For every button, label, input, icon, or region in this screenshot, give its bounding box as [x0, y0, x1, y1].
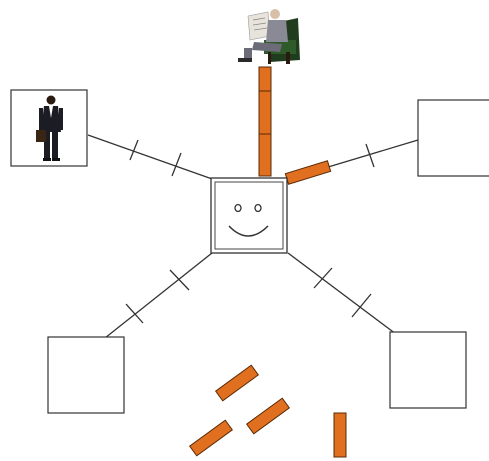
node-box-lower-left: [47, 336, 125, 414]
tick: [365, 143, 375, 168]
orange-bar: [333, 412, 347, 458]
center-node-box: [210, 177, 288, 254]
tick: [169, 269, 190, 291]
orange-bar: [258, 66, 272, 92]
tick: [125, 303, 144, 324]
tick: [129, 139, 139, 161]
reading-man-icon: [238, 9, 300, 64]
connector-lower-left: [104, 252, 213, 339]
orange-bar: [245, 397, 291, 435]
tick: [351, 293, 372, 318]
orange-bar: [258, 133, 272, 177]
connector-lower-right: [287, 252, 397, 335]
smiley-face-icon: [214, 181, 284, 250]
businessman-icon: [36, 95, 63, 161]
connector-upper-left: [87, 134, 216, 181]
orange-bar: [258, 90, 272, 135]
orange-bar: [284, 160, 332, 185]
orange-bar: [214, 364, 260, 402]
tick: [313, 267, 333, 289]
node-box-lower-right: [389, 331, 467, 409]
tick: [171, 152, 182, 177]
loose-pieces: [188, 364, 347, 458]
node-box-upper-right: [417, 99, 489, 177]
top-bar-stack: [258, 66, 272, 177]
orange-bar: [188, 419, 234, 457]
connector-ticks: [125, 139, 375, 324]
